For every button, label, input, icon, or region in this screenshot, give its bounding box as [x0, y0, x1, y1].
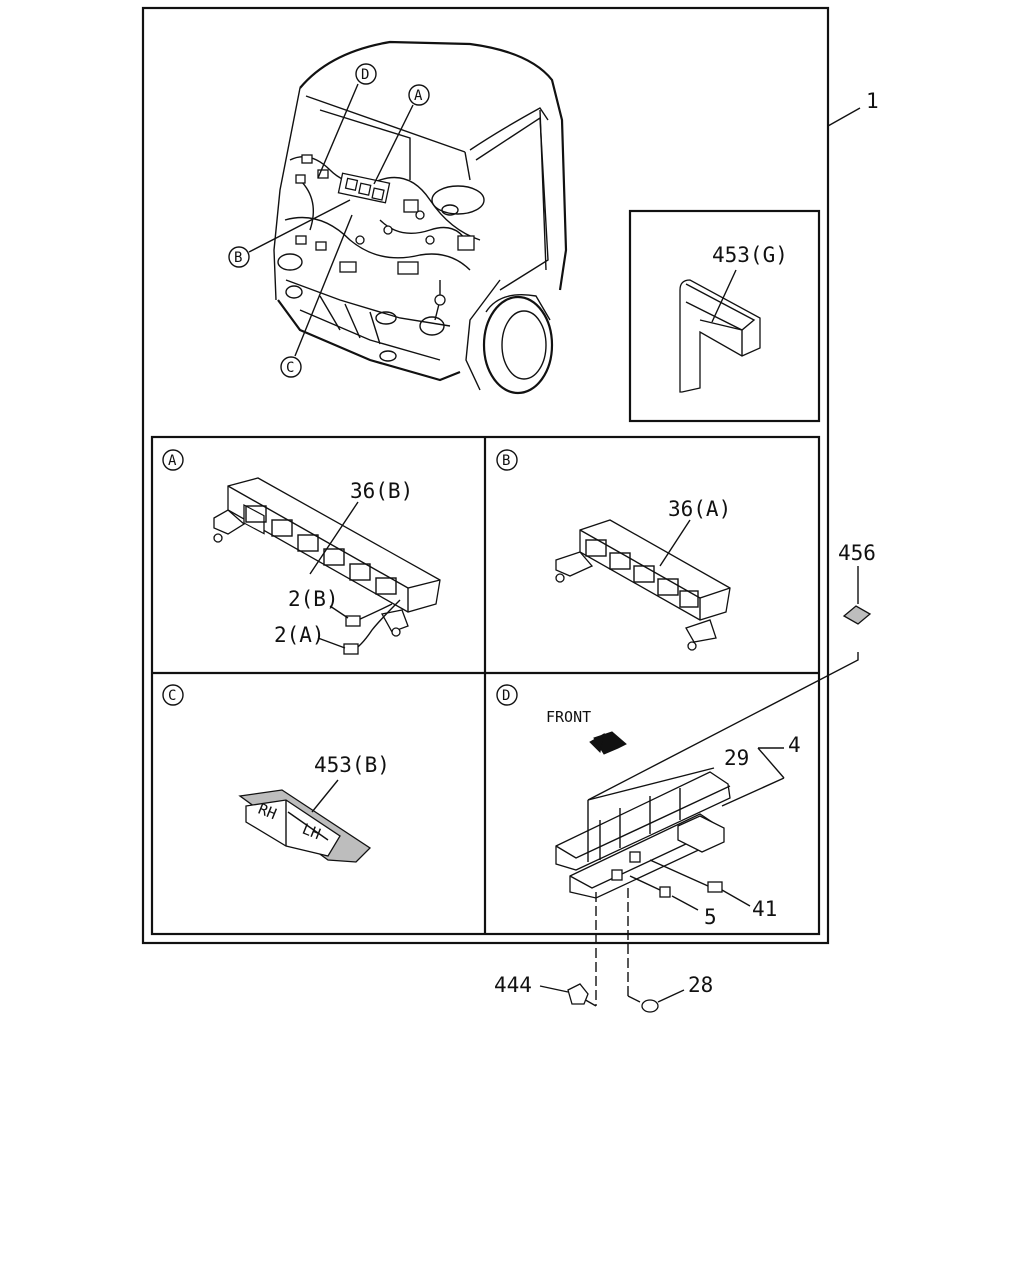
truck-cab-illustration [273, 40, 568, 395]
clip-5-label: 5 [704, 905, 717, 929]
callout-d-marker: D [317, 63, 377, 179]
connector-36b-label: 36(B) [350, 479, 413, 503]
pad-456-label: 456 [838, 541, 876, 565]
callout-a-marker: A [373, 84, 430, 185]
panel-a-label: A [168, 453, 177, 469]
screw-444-label: 444 [494, 973, 532, 997]
front-label: FRONT [546, 708, 591, 726]
detail-panel-d: D FRONT 29 4 41 5 [496, 684, 801, 929]
detail-panel-c: C RH LH 453(B) [162, 684, 390, 863]
callout-b-marker: B [228, 199, 351, 268]
bracket-29-label: 29 [724, 746, 749, 770]
clip-g-label: 453(G) [712, 243, 788, 267]
part-1-label: 1 [866, 89, 879, 113]
callout-b-label: B [234, 250, 242, 266]
bolt-28-label: 28 [688, 973, 713, 997]
main-frame [141, 6, 830, 945]
tape-453b-label: 453(B) [314, 753, 390, 777]
callout-a-label: A [414, 88, 423, 104]
clip-41-label: 41 [752, 897, 777, 921]
callout-c-marker: C [280, 214, 353, 378]
clip-g-panel [628, 209, 821, 423]
callout-d-label: D [361, 67, 369, 83]
wire-2b-label: 2(B) [288, 587, 339, 611]
panel-d-label: D [502, 688, 510, 704]
detail-panel-b: B 36(A) [496, 449, 731, 651]
tape-rh-mark: RH [256, 800, 279, 823]
bolt-28-part: 28 [627, 888, 713, 1013]
panel-c-label: C [168, 688, 176, 704]
part-1-callout: 1 [827, 89, 879, 127]
front-arrow-icon [589, 731, 627, 755]
assembly-4-label: 4 [788, 733, 801, 757]
clip-g-part: 453(G) [679, 243, 788, 393]
wire-2a-label: 2(A) [274, 623, 325, 647]
pad-456-part: 456 [587, 541, 876, 801]
tape-lh-mark: LH [300, 820, 323, 843]
screw-444-part: 444 [494, 892, 597, 1007]
panel-b-label: B [502, 453, 510, 469]
callout-c-label: C [286, 360, 294, 376]
connector-36a-label: 36(A) [668, 497, 731, 521]
detail-panel-a: A 36(B) 2(B) 2(A) [162, 449, 441, 655]
